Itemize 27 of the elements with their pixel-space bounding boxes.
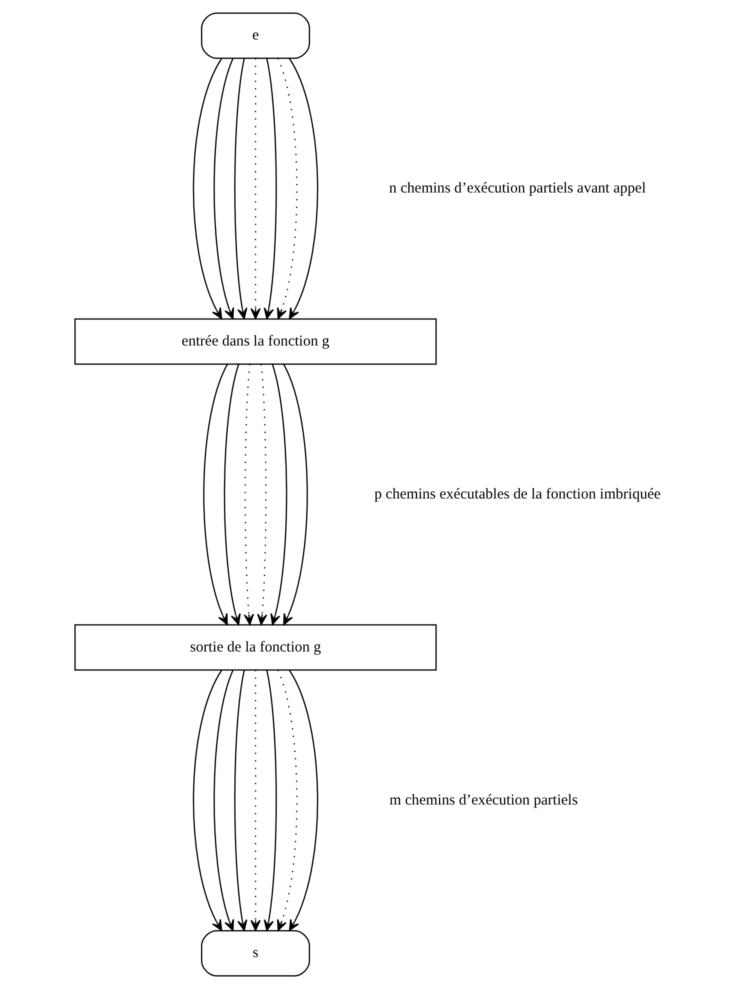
arrow (202, 364, 228, 626)
arrow (223, 364, 240, 626)
arrow (192, 58, 222, 320)
node-box: e (200, 12, 310, 59)
label: n chemins d’exécution partiels avant appel (388, 180, 646, 196)
arrow (276, 670, 297, 931)
arrow (263, 58, 276, 320)
label: m chemins d’exécution partiels (389, 792, 578, 808)
arrow (243, 364, 254, 626)
arrow (288, 670, 318, 931)
arrow (250, 670, 260, 931)
arrow (192, 670, 222, 931)
arrow (263, 670, 276, 931)
arrow (276, 58, 297, 320)
arrow (213, 670, 234, 931)
node-box: sortie de la fonction g (74, 624, 436, 671)
node-box: s (200, 930, 310, 977)
arrow (256, 364, 267, 626)
arrow (234, 670, 247, 931)
arrow (282, 364, 308, 626)
arrow (213, 58, 234, 320)
arrow (250, 58, 260, 320)
arrow (234, 58, 247, 320)
arrow (288, 58, 318, 320)
node-box: entrée dans la fonction g (74, 318, 436, 365)
arrow (270, 364, 287, 626)
label: p chemins exécutables de la fonction imbriquée (374, 486, 660, 502)
